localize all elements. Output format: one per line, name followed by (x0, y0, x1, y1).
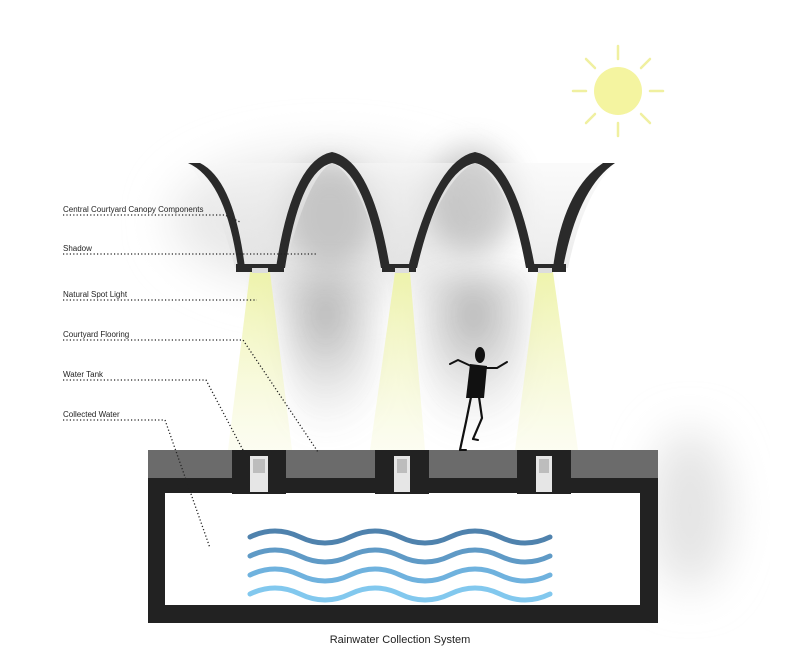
label-spot-light: Natural Spot Light (63, 290, 128, 299)
collected-water-waves (247, 528, 553, 603)
label-water-tank: Water Tank (63, 370, 104, 379)
diagram-caption: Rainwater Collection System (330, 634, 471, 646)
spot-light-beams (228, 272, 578, 450)
label-canopy: Central Courtyard Canopy Components (63, 205, 204, 214)
label-flooring: Courtyard Flooring (63, 330, 129, 339)
leader-lines (63, 214, 319, 549)
label-collected-water: Collected Water (63, 410, 120, 419)
canopy (188, 152, 615, 273)
person-icon (449, 347, 508, 452)
sun-icon (571, 44, 665, 138)
water-tank (148, 477, 658, 623)
label-shadow: Shadow (63, 244, 92, 253)
tank-shade (650, 430, 730, 590)
courtyard-flooring (148, 450, 658, 494)
